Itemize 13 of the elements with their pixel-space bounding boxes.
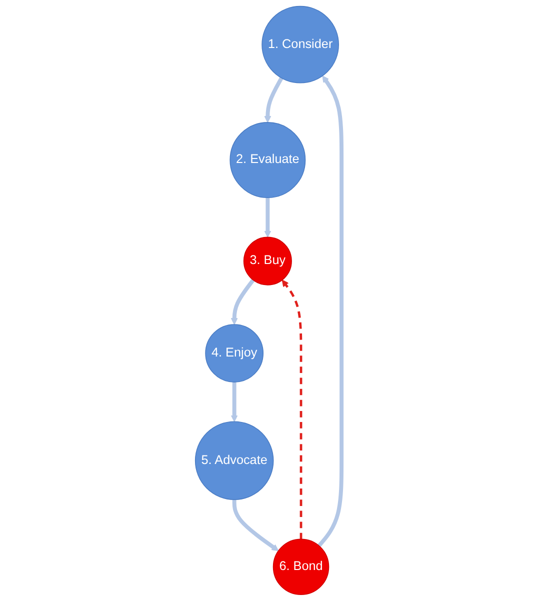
arrow	[230, 382, 238, 422]
node-circle: 1. Consider	[262, 6, 340, 84]
arrow	[282, 280, 302, 540]
arrow	[264, 198, 272, 238]
arrow	[230, 278, 255, 325]
node-circle: 6. Bond	[272, 538, 330, 596]
arrow	[232, 500, 279, 552]
node-circle: 4. Enjoy	[205, 324, 264, 382]
arrow	[318, 76, 344, 548]
node-circle: 2. Evaluate	[230, 122, 306, 198]
node-circle: 3. Buy	[243, 236, 292, 286]
arrow	[264, 77, 284, 123]
node-circle: 5. Advocate	[194, 421, 274, 500]
